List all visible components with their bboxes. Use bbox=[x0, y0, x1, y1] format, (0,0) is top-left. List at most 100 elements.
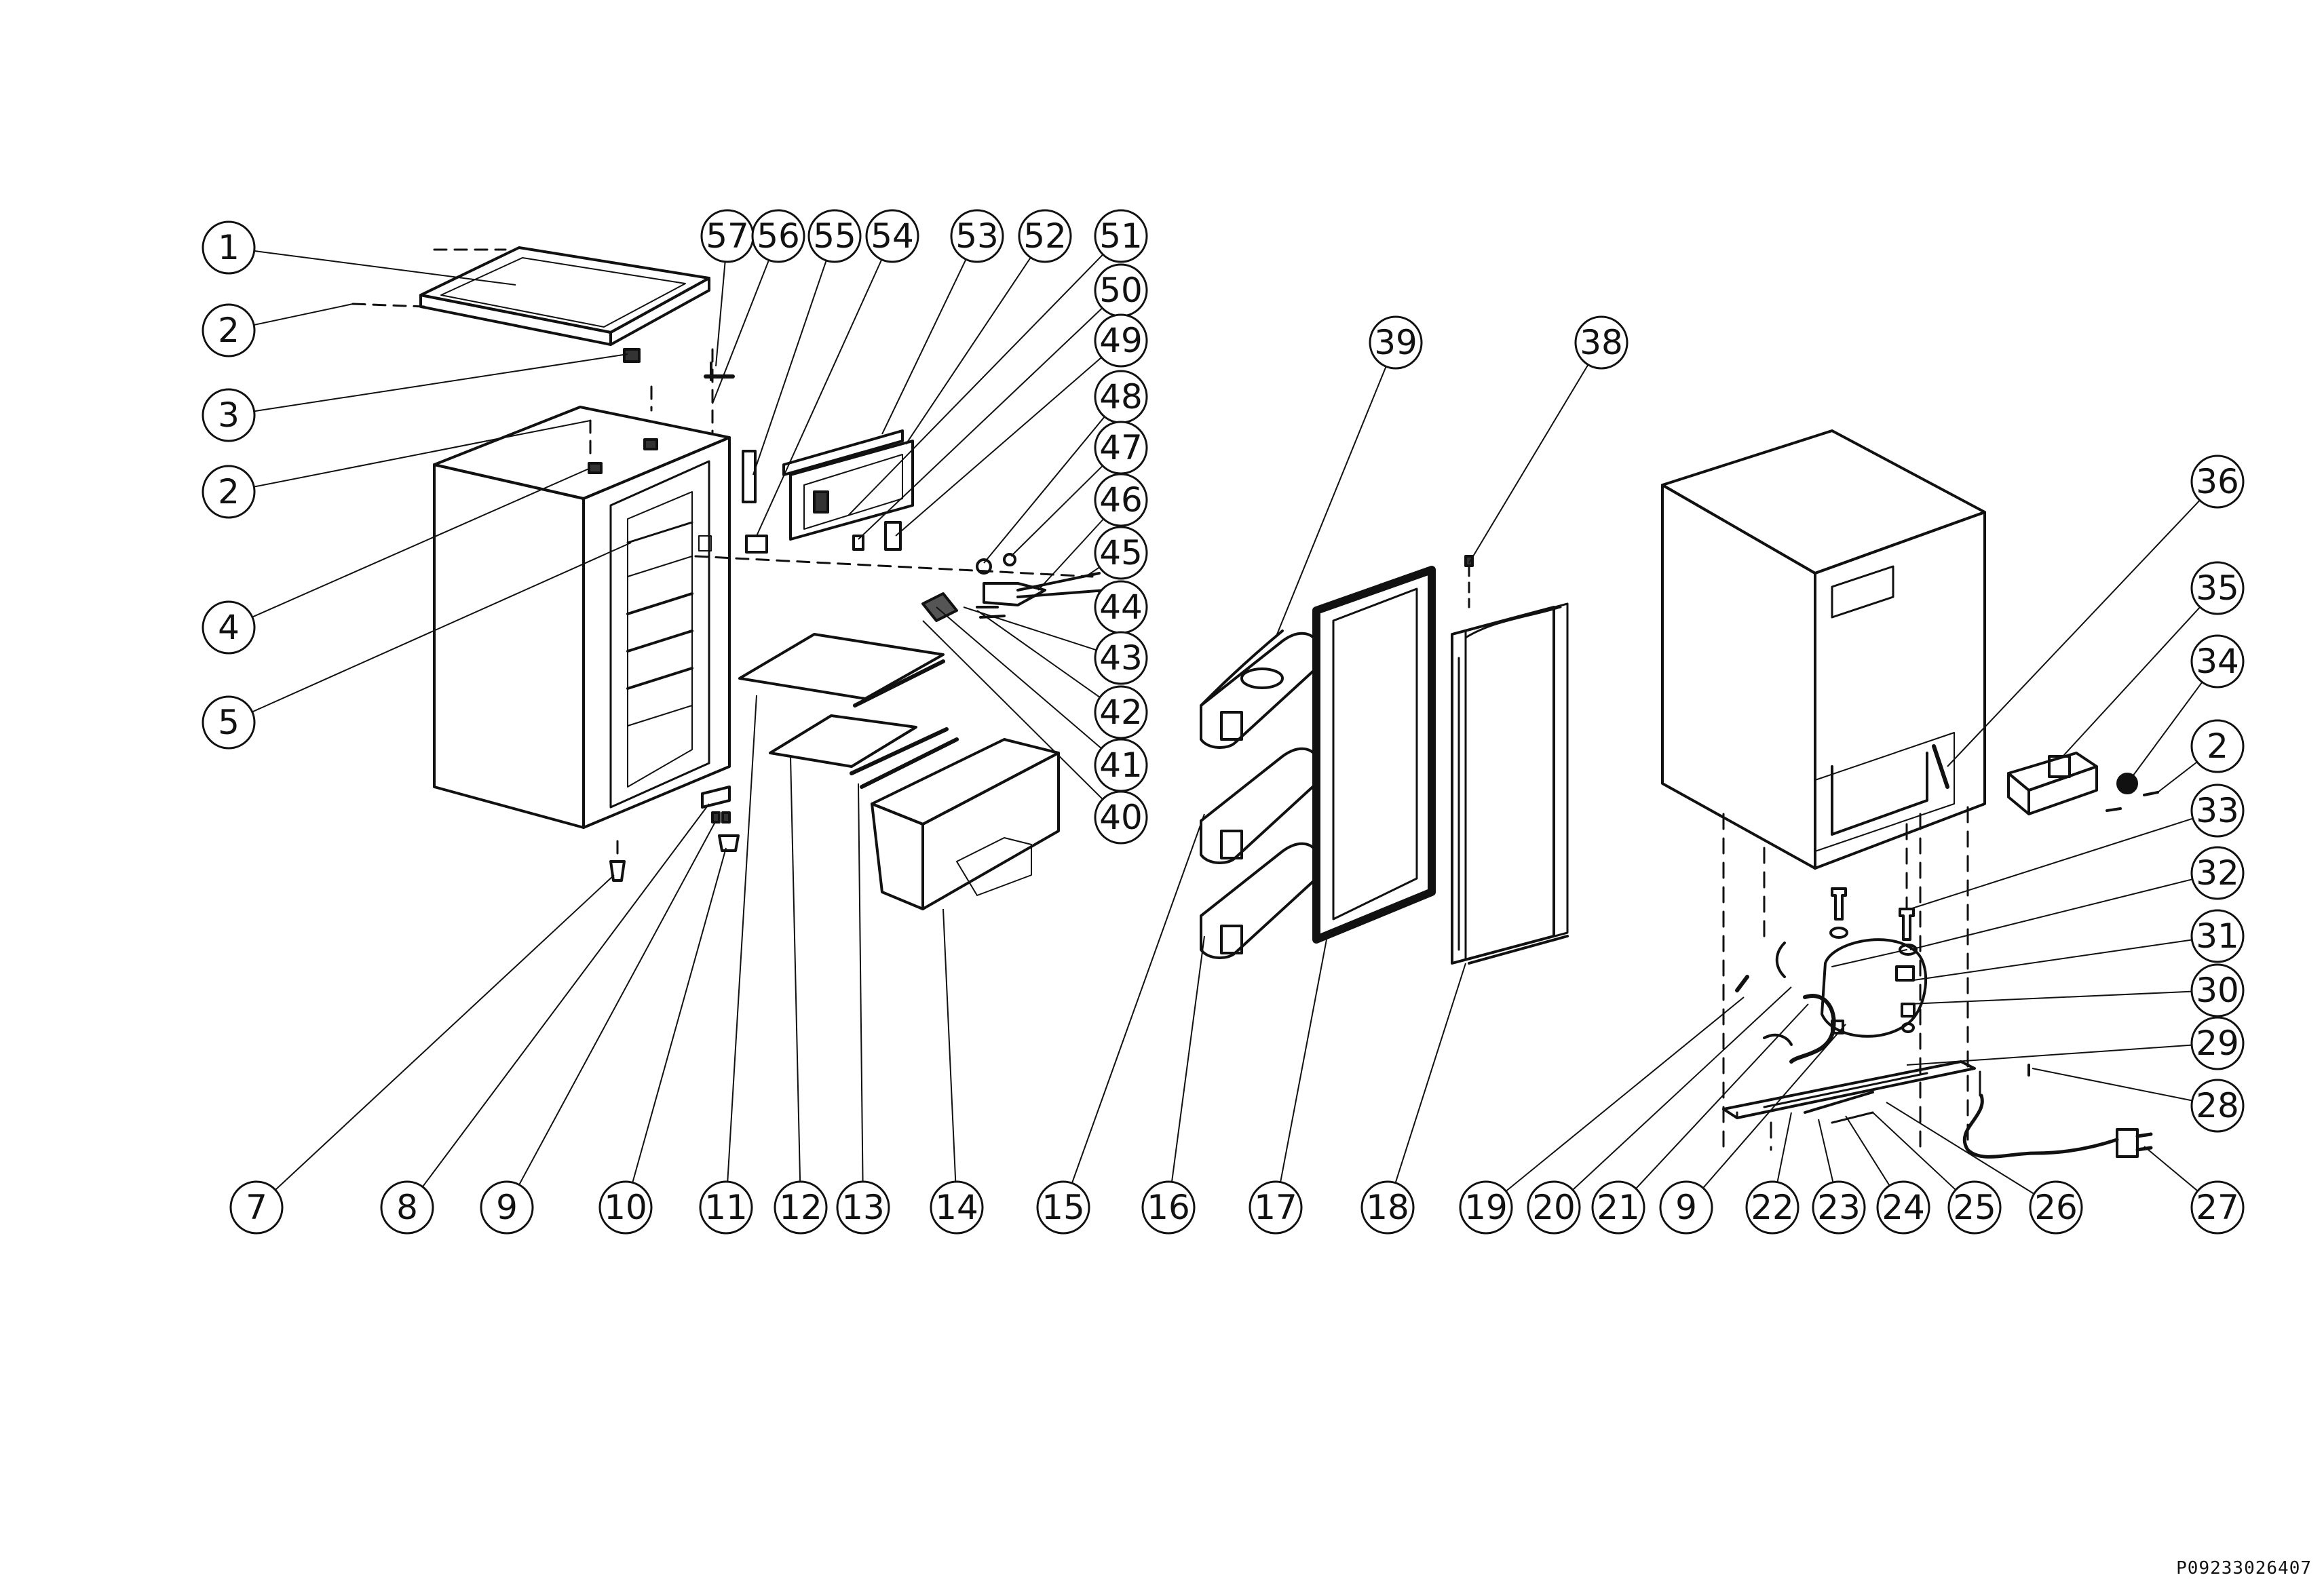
leader-line bbox=[1906, 1044, 2192, 1066]
callout-circle bbox=[1249, 1180, 1303, 1235]
callout-circle bbox=[1459, 1180, 1513, 1235]
callout-11: 11 bbox=[699, 1180, 753, 1235]
document-id: P09233026407 bbox=[2176, 1558, 2312, 1579]
leader-line bbox=[1085, 566, 1101, 577]
cabinet-left bbox=[433, 406, 731, 829]
callout-36: 36 bbox=[2190, 454, 2245, 509]
callout-number: 48 bbox=[1099, 377, 1143, 417]
callout-circle bbox=[2190, 909, 2245, 963]
callout-22: 22 bbox=[1745, 1180, 1799, 1235]
leader-line bbox=[983, 416, 1105, 564]
leader-line bbox=[2127, 681, 2203, 784]
door-screw bbox=[1464, 555, 1474, 567]
callout-12: 12 bbox=[774, 1180, 828, 1235]
leader-line bbox=[632, 847, 727, 1183]
callout-56: 56 bbox=[751, 209, 805, 263]
callout-circle bbox=[202, 388, 256, 442]
leader-line bbox=[1505, 996, 1745, 1192]
callout-circle bbox=[1094, 209, 1148, 263]
door-gasket bbox=[1312, 566, 1436, 944]
callout-4: 4 bbox=[202, 600, 256, 655]
callout-circle bbox=[807, 209, 862, 263]
callout-circle bbox=[1591, 1180, 1645, 1235]
callout-13: 13 bbox=[836, 1180, 890, 1235]
leader-line bbox=[1909, 990, 2192, 1005]
leader-line bbox=[1886, 1102, 2035, 1195]
callout-54: 54 bbox=[865, 209, 919, 263]
callout-21: 21 bbox=[1591, 1180, 1645, 1235]
leader-line bbox=[715, 261, 726, 367]
leader-line bbox=[1037, 518, 1105, 591]
callout-27: 27 bbox=[2190, 1180, 2245, 1235]
callout-circle bbox=[2190, 1079, 2245, 1133]
leader-line bbox=[712, 260, 770, 404]
leader-line bbox=[1947, 499, 2201, 767]
callout-circle bbox=[1036, 1180, 1090, 1235]
callout-number: 32 bbox=[2196, 853, 2239, 893]
callout-3: 3 bbox=[202, 388, 256, 442]
thermostat-group bbox=[921, 553, 1107, 622]
hardware-left bbox=[588, 348, 768, 882]
callout-circle bbox=[1745, 1180, 1799, 1235]
callout-20: 20 bbox=[1527, 1180, 1581, 1235]
callout-circle bbox=[480, 1180, 534, 1235]
leader-line bbox=[905, 257, 1031, 445]
callout-circle bbox=[1947, 1180, 2002, 1235]
callout-circle bbox=[2190, 963, 2245, 1018]
mounting-hardware bbox=[1829, 887, 1918, 1034]
callout-39: 39 bbox=[1369, 315, 1423, 370]
assembly-lines-right bbox=[1722, 806, 1969, 1151]
callout-29: 29 bbox=[2190, 1016, 2245, 1070]
top-cover bbox=[419, 246, 710, 346]
callout-circle bbox=[1094, 790, 1148, 845]
callout-23: 23 bbox=[1812, 1180, 1866, 1235]
leader-line bbox=[254, 420, 591, 488]
callout-number: 30 bbox=[2196, 971, 2239, 1010]
callout-circle bbox=[380, 1180, 434, 1235]
callout-number: 43 bbox=[1099, 638, 1143, 678]
callout-circle bbox=[865, 209, 919, 263]
callout-number: 24 bbox=[1882, 1188, 1925, 1227]
callout-number: 29 bbox=[2196, 1024, 2239, 1063]
callout-circle bbox=[1094, 631, 1148, 685]
callout-circle bbox=[1369, 315, 1423, 370]
leader-line bbox=[1071, 813, 1205, 1184]
callout-51: 51 bbox=[1094, 209, 1148, 263]
leader-line bbox=[1275, 366, 1387, 638]
leader-line bbox=[727, 695, 757, 1182]
leader-line bbox=[1845, 1115, 1890, 1186]
callout-circle bbox=[2190, 1016, 2245, 1070]
callout-circle bbox=[2190, 719, 2245, 773]
cabinet-right bbox=[1661, 429, 1986, 870]
callout-number: 56 bbox=[757, 216, 800, 256]
parts-drawing bbox=[351, 246, 2159, 1159]
callout-circle bbox=[598, 1180, 653, 1235]
callout-circle bbox=[836, 1180, 890, 1235]
callout-42: 42 bbox=[1094, 685, 1148, 739]
callout-number: 49 bbox=[1099, 321, 1143, 360]
callout-number: 16 bbox=[1147, 1188, 1190, 1227]
callout-circle bbox=[1141, 1180, 1196, 1235]
leader-line bbox=[518, 820, 717, 1186]
callout-2: 2 bbox=[202, 465, 256, 519]
callout-number: 28 bbox=[2196, 1086, 2239, 1125]
leader-line bbox=[1702, 1024, 1846, 1188]
callout-number: 35 bbox=[2196, 568, 2239, 608]
callout-17: 17 bbox=[1249, 1180, 1303, 1235]
callout-number: 33 bbox=[2196, 791, 2239, 830]
callout-number: 2 bbox=[218, 472, 240, 511]
callout-circle bbox=[1659, 1180, 1713, 1235]
leader-line bbox=[1280, 939, 1327, 1182]
compressor bbox=[1735, 938, 1928, 1064]
callout-52: 52 bbox=[1018, 209, 1072, 263]
callout-number: 44 bbox=[1099, 587, 1143, 627]
callout-circle bbox=[1360, 1180, 1415, 1235]
callout-number: 26 bbox=[2034, 1188, 2078, 1227]
callout-circle bbox=[202, 600, 256, 655]
callout-26: 26 bbox=[2029, 1180, 2083, 1235]
callout-47: 47 bbox=[1094, 421, 1148, 475]
callout-circle bbox=[950, 209, 1004, 263]
callout-14: 14 bbox=[930, 1180, 984, 1235]
callout-circle bbox=[1527, 1180, 1581, 1235]
leader-line bbox=[1909, 817, 2194, 910]
